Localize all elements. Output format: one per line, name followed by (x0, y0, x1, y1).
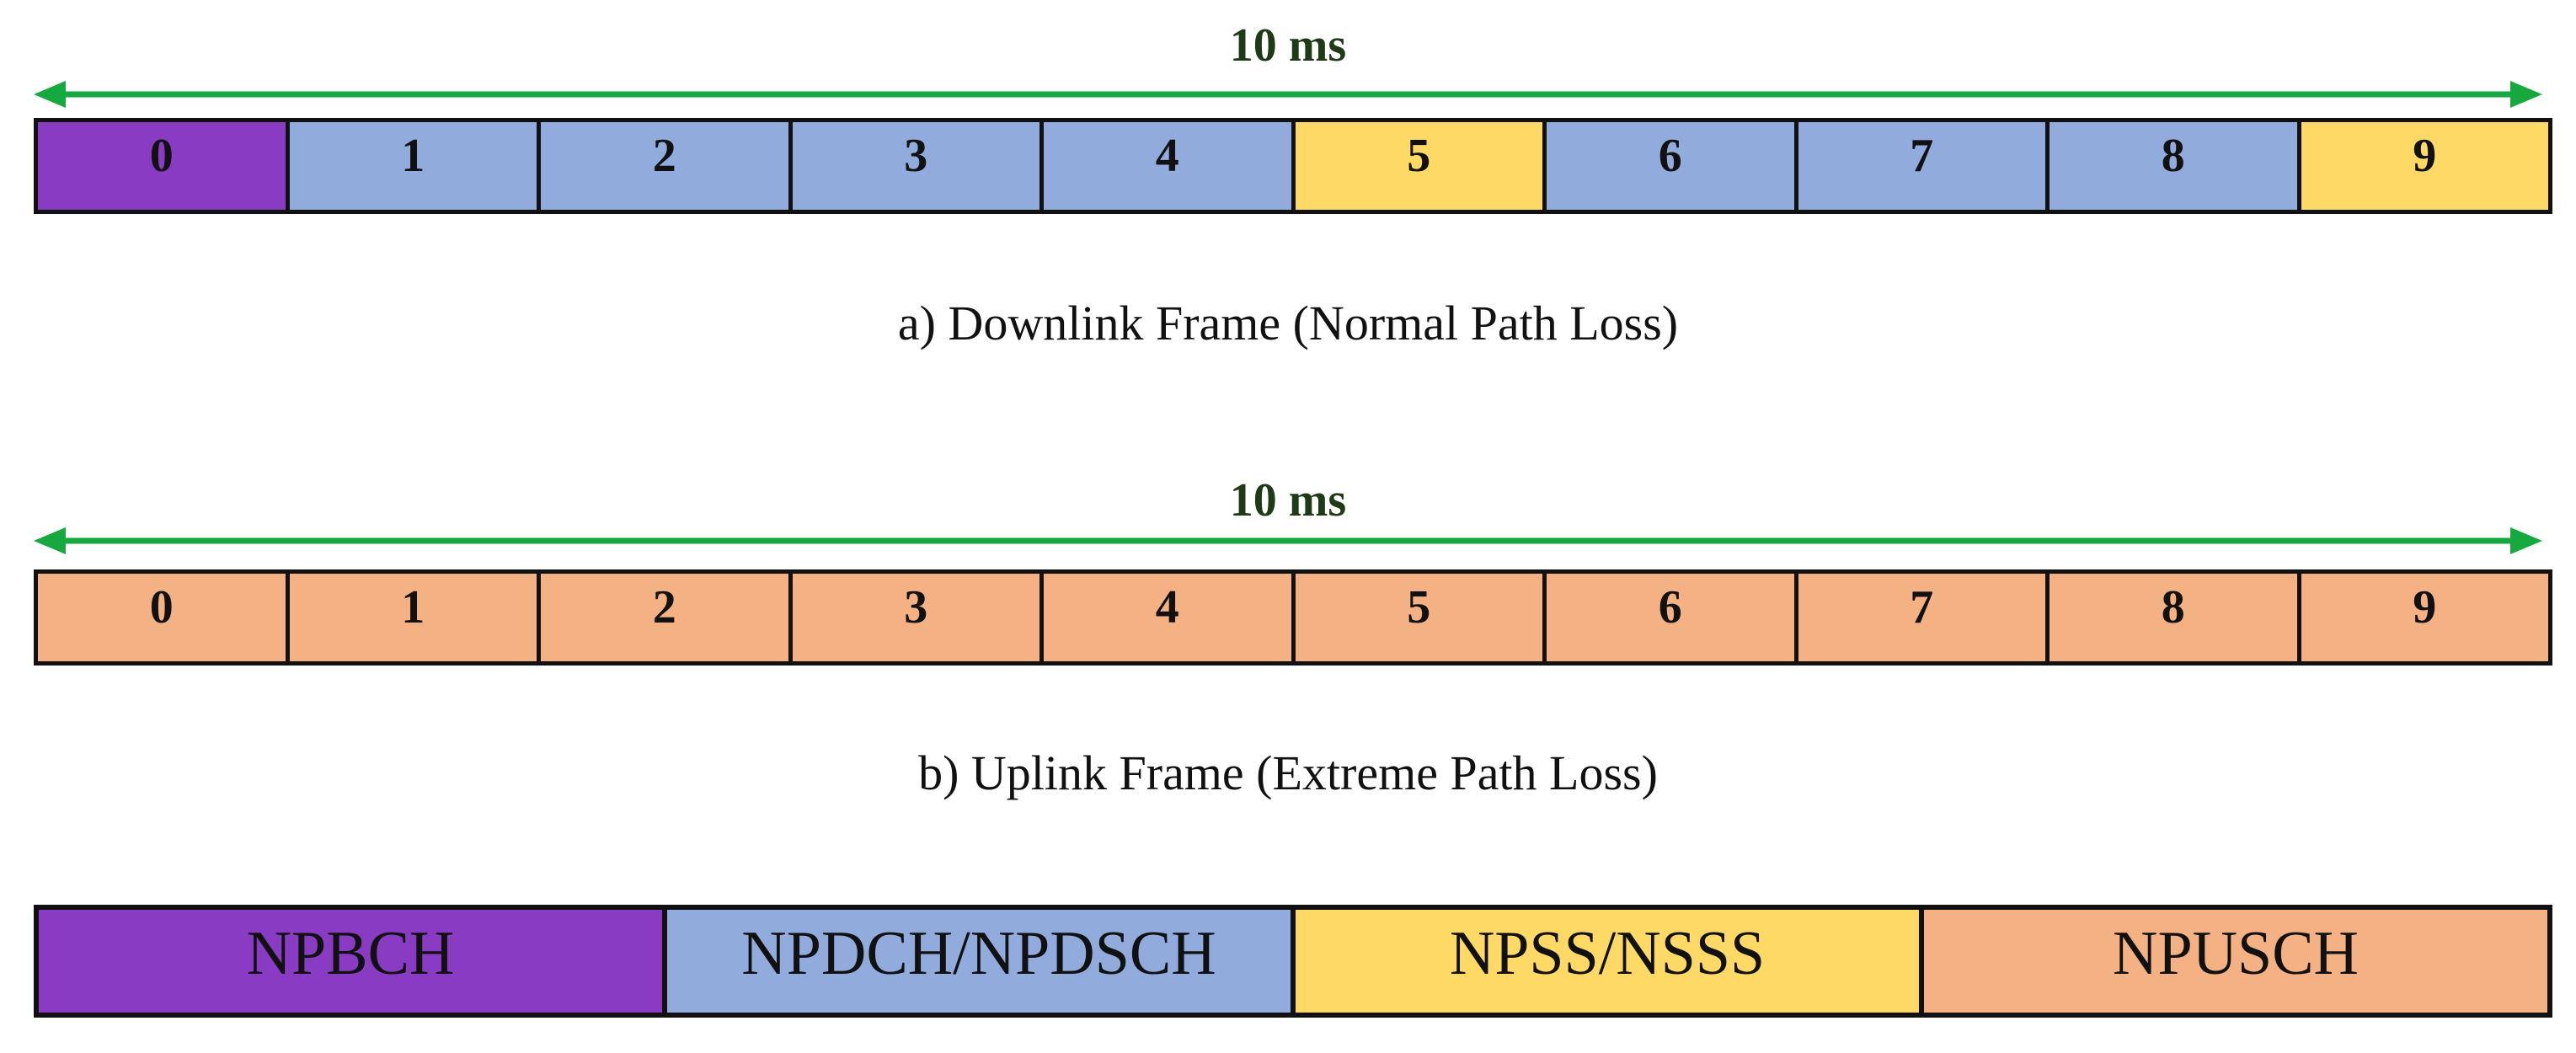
downlink-span-arrow (34, 81, 2542, 108)
downlink-span-label: 10 ms (1229, 19, 1347, 72)
downlink-subframe-0: 0 (38, 122, 290, 210)
uplink-subframe-4: 4 (1044, 574, 1296, 661)
uplink-subframe-7: 7 (1798, 574, 2050, 661)
downlink-caption: a) Downlink Frame (Normal Path Loss) (897, 296, 1679, 350)
downlink-subframe-5: 5 (1295, 122, 1547, 210)
downlink-subframe-1: 1 (289, 122, 541, 210)
legend-item-npusch: NPUSCH (1924, 910, 2547, 1013)
downlink-subframe-8: 8 (2050, 122, 2301, 210)
uplink-subframe-3: 3 (792, 574, 1044, 661)
downlink-subframe-9: 9 (2301, 122, 2548, 210)
downlink-subframe-7: 7 (1798, 122, 2050, 210)
uplink-span-label: 10 ms (1229, 474, 1347, 526)
legend-item-npbch: NPBCH (39, 910, 667, 1013)
uplink-subframe-0: 0 (38, 574, 290, 661)
uplink-subframe-9: 9 (2301, 574, 2548, 661)
downlink-subframe-6: 6 (1547, 122, 1798, 210)
uplink-span-arrow (34, 527, 2542, 554)
uplink-subframe-5: 5 (1295, 574, 1547, 661)
uplink-subframe-6: 6 (1547, 574, 1798, 661)
uplink-subframe-2: 2 (541, 574, 793, 661)
downlink-subframe-4: 4 (1044, 122, 1296, 210)
uplink-subframe-8: 8 (2050, 574, 2301, 661)
downlink-subframe-3: 3 (792, 122, 1044, 210)
uplink-subframe-1: 1 (289, 574, 541, 661)
legend-item-npdcch: NPDCH/NPDSCH (667, 910, 1296, 1013)
legend-item-npss-nsss: NPSS/NSSS (1296, 910, 1924, 1013)
downlink-subframe-2: 2 (541, 122, 793, 210)
uplink-caption: b) Uplink Frame (Extreme Path Loss) (918, 746, 1658, 800)
